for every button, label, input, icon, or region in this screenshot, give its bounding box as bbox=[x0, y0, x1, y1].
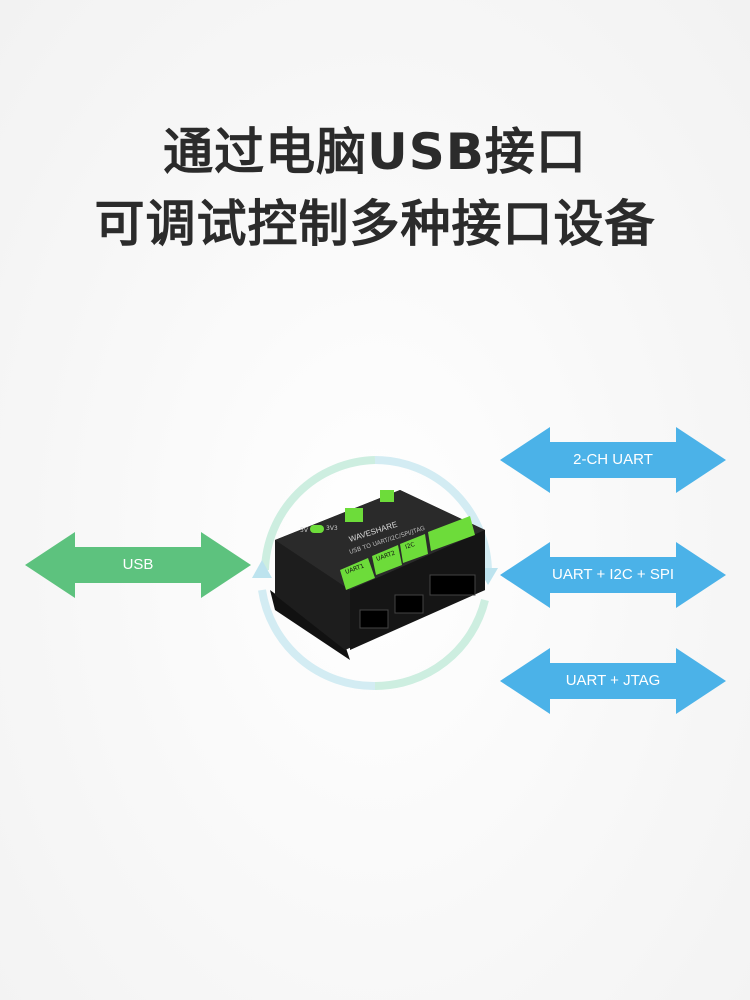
output-arrow-2ch-uart: 2-CH UART bbox=[500, 427, 726, 493]
output-label: UART + JTAG bbox=[565, 672, 661, 689]
headline-line-2: 可调试控制多种接口设备 bbox=[94, 195, 656, 253]
switch-label-5v: 5V bbox=[300, 527, 309, 534]
double-arrow-icon bbox=[500, 648, 726, 714]
output-label: 2-CH UART bbox=[573, 451, 653, 468]
usb-arrow: USB bbox=[25, 532, 251, 598]
double-arrow-icon bbox=[25, 532, 251, 598]
output-arrow-uart-jtag: UART + JTAG bbox=[500, 648, 726, 714]
double-arrow-icon bbox=[500, 427, 726, 493]
headline-line-1: 通过电脑USB接口 bbox=[163, 123, 587, 181]
double-arrow-icon bbox=[500, 542, 726, 608]
output-arrow-uart-i2c-spi: UART + I2C + SPI bbox=[500, 542, 726, 608]
usb-label: USB bbox=[122, 556, 154, 573]
usb-converter-device: 5V 3V3 WAVESHARE USB TO UART/I2C/SPI/JTA… bbox=[270, 490, 485, 660]
output-label: UART + I2C + SPI bbox=[552, 566, 674, 583]
port-label-i2c: I2C bbox=[404, 541, 416, 551]
device-diagram: 5V 3V3 WAVESHARE USB TO UART/I2C/SPI/JTA… bbox=[252, 456, 498, 691]
switch-label-3v3: 3V3 bbox=[326, 525, 338, 532]
